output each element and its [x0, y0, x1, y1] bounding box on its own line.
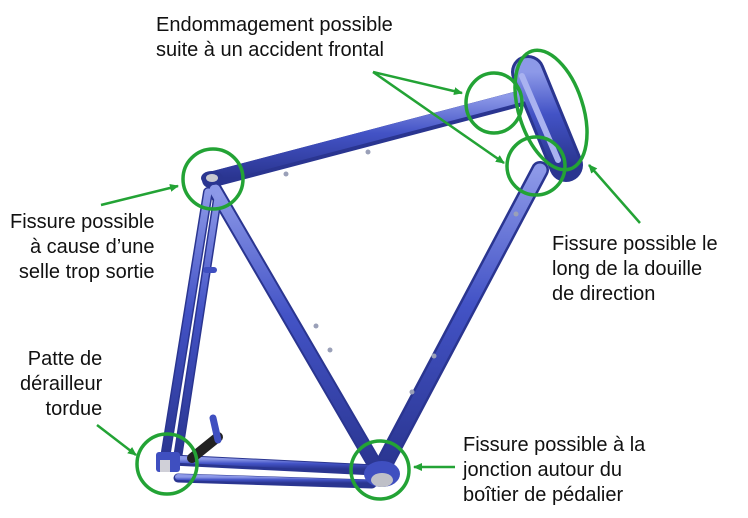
arrow-seat	[100, 184, 179, 207]
label-line: dérailleur	[20, 373, 103, 395]
label-line: à cause d’une	[29, 236, 155, 258]
label-line: suite à un accident frontal	[156, 39, 384, 61]
label-seat-crack: Fissure possible à cause d’une selle tro…	[10, 210, 155, 285]
arrow-front-down	[372, 70, 505, 165]
label-head-tube-crack: Fissure possible le long de la douille d…	[552, 232, 718, 307]
label-bottom-bracket-crack: Fissure possible à la jonction autour du…	[463, 433, 645, 508]
label-derailleur-hanger: Patte de dérailleur tordue	[20, 347, 102, 422]
arrows	[96, 70, 641, 471]
rear-dropout	[156, 452, 180, 472]
bottom-bracket-circle	[349, 439, 411, 501]
head-tube-circle	[513, 48, 589, 172]
dropout-circle	[135, 432, 199, 496]
bike-frame	[156, 55, 583, 489]
label-line: Fissure possible à la	[463, 434, 646, 456]
arrow-head-tube	[588, 164, 641, 224]
label-line: Fissure possible	[10, 211, 155, 233]
arrow-dropout	[96, 424, 137, 456]
top-tube-circle	[464, 71, 524, 135]
label-line: de direction	[552, 283, 656, 305]
label-line: Fissure possible le	[552, 233, 718, 255]
down-tube-circle	[505, 135, 567, 197]
seat-cluster-circle	[181, 147, 245, 211]
arrow-front-top	[372, 70, 463, 96]
label-front-impact: Endommagement possible suite à un accide…	[156, 13, 393, 63]
label-line: Patte de	[27, 348, 103, 370]
label-line: jonction autour du	[463, 459, 623, 481]
label-line: tordue	[45, 398, 103, 420]
label-line: selle trop sortie	[18, 261, 155, 283]
label-line: boîtier de pédalier	[463, 484, 624, 506]
label-line: long de la douille	[552, 258, 703, 280]
damage-highlights	[135, 48, 589, 501]
label-line: Endommagement possible	[156, 14, 393, 36]
